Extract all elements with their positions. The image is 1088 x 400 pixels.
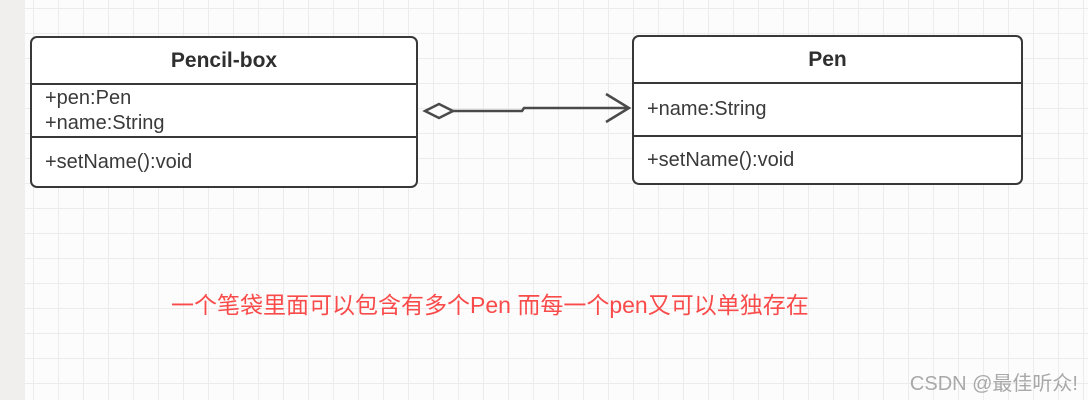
class-box-pencil-box: Pencil-box +pen:Pen +name:String +setNam… xyxy=(30,36,418,188)
method: +setName():void xyxy=(45,150,193,173)
attribute: +pen:Pen xyxy=(45,86,132,109)
class-attributes-section: +pen:Pen +name:String xyxy=(32,85,416,138)
class-methods-section: +setName():void xyxy=(32,138,416,186)
open-arrowhead-icon xyxy=(605,92,632,124)
connector-line xyxy=(453,106,628,113)
attribute: +name:String xyxy=(647,98,767,120)
csdn-watermark: CSDN @最佳听众! xyxy=(909,373,1078,395)
class-title: Pencil-box xyxy=(32,38,416,85)
class-methods-section: +setName():void xyxy=(634,137,1021,183)
method: +setName():void xyxy=(647,148,795,171)
class-box-pen: Pen +name:String +setName():void xyxy=(632,35,1023,185)
annotation-text: 一个笔袋里面可以包含有多个Pen 而每一个pen又可以单独存在 xyxy=(171,292,809,318)
aggregation-diamond-icon xyxy=(422,102,456,120)
left-gutter xyxy=(0,0,25,400)
aggregation-connector xyxy=(422,92,632,124)
class-attributes-section: +name:String xyxy=(634,84,1021,137)
attribute: +name:String xyxy=(45,111,165,134)
class-title: Pen xyxy=(634,37,1021,84)
